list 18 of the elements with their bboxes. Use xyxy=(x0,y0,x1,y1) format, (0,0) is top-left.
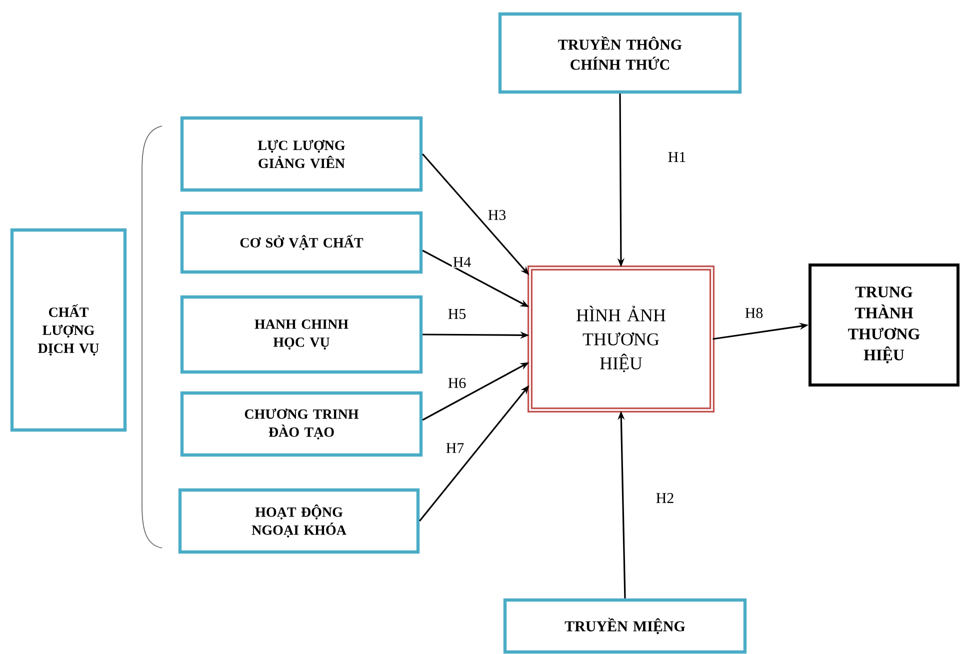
edge-label: H5 xyxy=(446,308,468,320)
concept-box: HOẠT ĐỘNG NGOẠI KHÓA xyxy=(178,488,420,554)
concept-box: CHẤT LƯỢNG DỊCH VỤ xyxy=(10,228,127,432)
edge-label: H2 xyxy=(654,492,676,504)
concept-box: TRUYỀN MIỆNG xyxy=(503,598,747,654)
outcome-box: TRUNG THÀNH THƯƠNG HIỆU xyxy=(808,264,960,386)
edge-label: H8 xyxy=(744,306,764,320)
edge-label: H7 xyxy=(444,442,466,454)
edge-label: H4 xyxy=(452,256,472,268)
edge-label: H3 xyxy=(486,208,508,222)
concept-box: LỰC LƯỢNG GIẢNG VIÊN xyxy=(180,116,423,192)
concept-box: HANH CHINH HỌC VỤ xyxy=(180,295,423,374)
concept-box: CHƯƠNG TRINH ĐÀO TẠO xyxy=(180,391,423,457)
central-box: HÌNH ẢNH THƯƠNG HIỆU xyxy=(528,266,714,412)
edge-label: H6 xyxy=(446,376,468,390)
edge-label: H1 xyxy=(666,151,688,163)
concept-box: CƠ SỞ VẬT CHẤT xyxy=(180,211,423,274)
concept-box: TRUYỀN THÔNG CHÍNH THỨC xyxy=(498,12,742,94)
